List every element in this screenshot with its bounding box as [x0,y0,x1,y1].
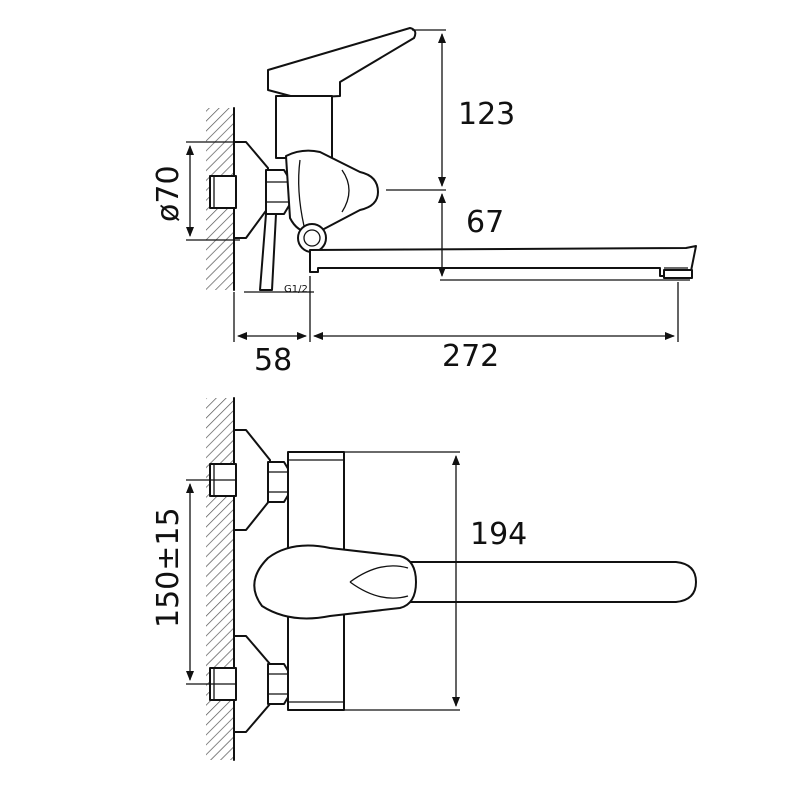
eccentric-connector [259,213,277,291]
hex-nut-upper [267,461,291,503]
dim-wall-offset: 58 [254,343,292,378]
thread-label: G1/2 [284,284,308,295]
spout-side [309,245,697,277]
dim-handle-height: 123 [458,97,515,132]
spout-front [399,561,697,603]
dim-spout-reach: 272 [442,339,499,374]
dim-spout-height: 67 [466,205,504,240]
wall-hatch-bottom [206,398,234,760]
front-view: 194 150±15 [151,397,697,761]
dim-body-height: 194 [470,517,527,552]
cartridge-stem [275,95,333,159]
aerator-side [663,269,693,279]
flange-top [233,141,269,239]
diverter-knob [297,223,327,253]
lever-handle-front [253,544,417,620]
flange-lower [233,635,271,733]
dim-flange-diameter: ø70 [151,165,186,222]
hex-nut-lower [267,663,291,705]
flange-upper [233,429,271,531]
dim-inlet-spacing: 150±15 [151,507,186,628]
side-view: G1/2 123 67 ø70 [151,27,697,378]
lever-handle-top [267,27,417,99]
